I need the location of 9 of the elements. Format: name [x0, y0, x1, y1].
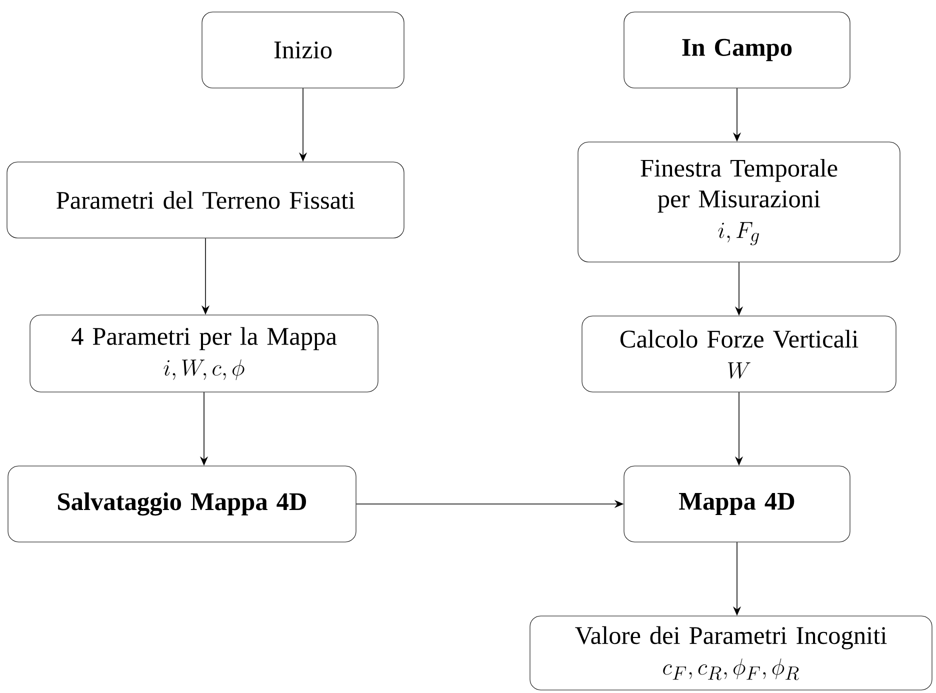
process-box: Valore dei Parametri Incogniti $c_F, c_R, \phi_F, \phi_R$: [530, 616, 932, 690]
process-box: 4 Parametri per la Mappa $i, W, c, \phi$: [30, 314, 378, 392]
process-box: Salvataggio Mappa 4D: [8, 466, 356, 542]
process-box: Mappa 4D: [624, 466, 850, 542]
process-box: Calcolo Forze Verticali $W$: [582, 316, 896, 392]
process-box: Parametri del Terreno Fissati: [6, 162, 404, 238]
process-box: Finestra Temporale per Misurazioni $i, F_g$: [578, 142, 900, 262]
process-box: Inizio: [202, 12, 404, 88]
process-box: In Campo: [624, 12, 850, 88]
